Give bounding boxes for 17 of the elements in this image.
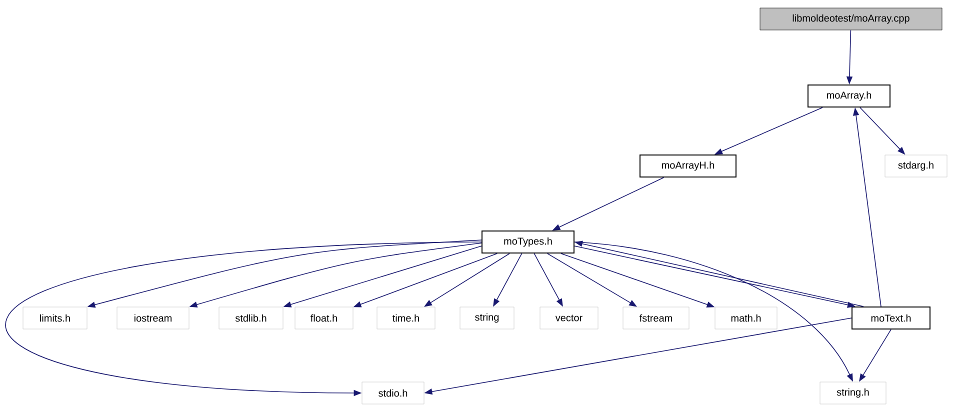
system-header-box: math.h: [714, 306, 778, 330]
system-header-box: limits.h: [22, 306, 88, 330]
system-header-box: iostream: [116, 306, 190, 330]
system-header-box: stdarg.h: [884, 154, 948, 178]
system-header-box: stdio.h: [362, 382, 424, 404]
system-header-box: fstream: [622, 306, 690, 330]
system-header-box: string.h: [820, 382, 886, 404]
system-header-box: float.h: [294, 306, 354, 330]
system-header-box: time.h: [376, 306, 436, 330]
header-box: moArrayH.h: [640, 154, 736, 178]
file-box: libmoldeotest/moArray.cpp: [760, 8, 942, 30]
system-header-box: vector: [540, 306, 598, 330]
system-header-box: stdlib.h: [218, 306, 284, 330]
system-header-box: string: [460, 306, 514, 330]
header-box: moText.h: [852, 306, 930, 330]
header-box: moArray.h: [808, 84, 890, 108]
header-box: moTypes.h: [482, 230, 574, 254]
